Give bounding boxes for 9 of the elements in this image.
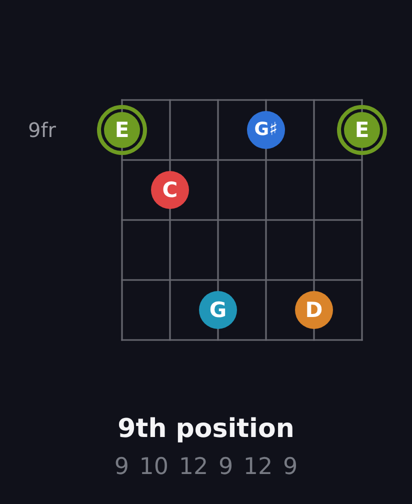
note-marker: G [199,291,237,329]
fret-number-label: 9fr [28,118,56,142]
fret-positions-text: 9 10 12 9 12 9 [114,454,298,481]
note-marker: G♯ [247,111,285,149]
root-note-marker: E [337,105,387,155]
note-marker: C [151,171,189,209]
root-note-marker: E [97,105,147,155]
note-marker: D [295,291,333,329]
chart-title: 9th position [118,414,294,445]
